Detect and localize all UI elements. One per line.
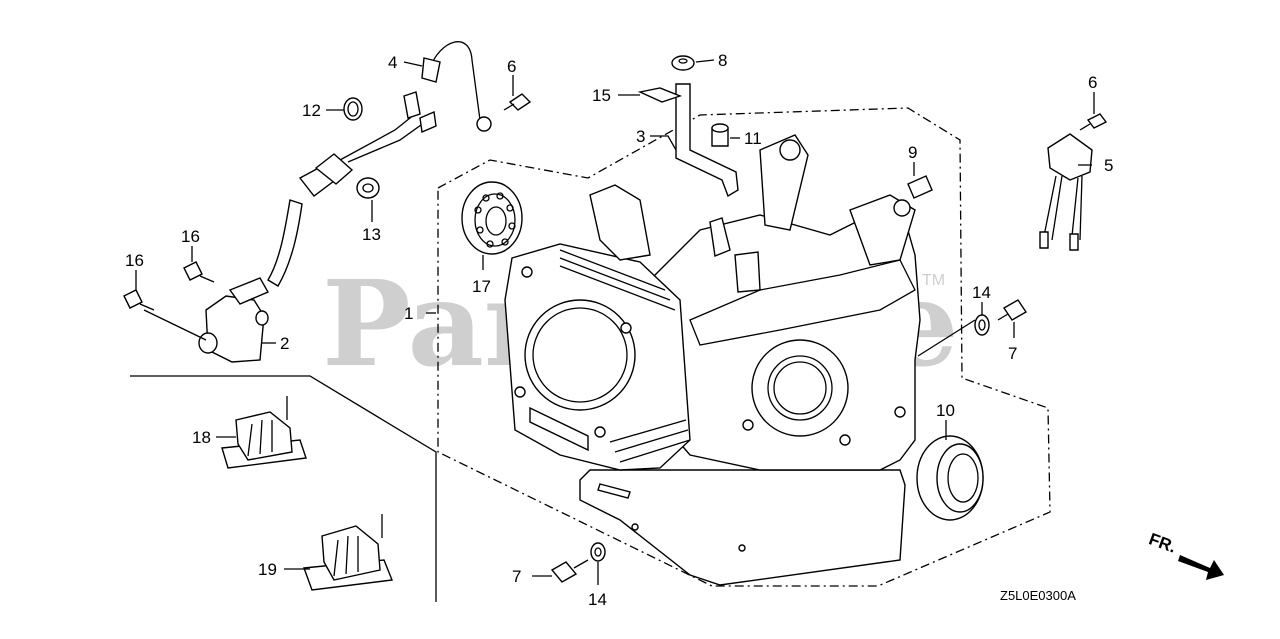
oil-seal-10 (916, 435, 984, 521)
bolt-7b (550, 559, 589, 583)
bolt-6b (1079, 113, 1108, 131)
bolt-16b (123, 289, 155, 311)
oring-12 (343, 97, 363, 121)
callout-3: 3 (636, 127, 645, 146)
mount-section-divider (130, 375, 437, 602)
callout-9: 9 (908, 143, 917, 162)
callout-12: 12 (302, 101, 321, 120)
callout-16-lower: 16 (125, 251, 144, 270)
plug-9 (907, 175, 933, 199)
callouts: 1 2 3 4 5 6 6 7 7 8 9 10 11 12 13 14 14 … (125, 51, 1113, 609)
mount-19 (303, 514, 393, 591)
callout-14-bottom: 14 (588, 590, 607, 609)
callout-7-right: 7 (1008, 344, 1017, 363)
front-direction-arrow (1178, 555, 1224, 580)
washer-14b (590, 542, 606, 562)
mount-18 (221, 396, 307, 469)
callout-6-upper-left: 6 (507, 57, 516, 76)
direction-label: FR. (1146, 529, 1178, 556)
leader-lines (135, 59, 1095, 585)
callout-16-upper: 16 (181, 227, 200, 246)
callout-8: 8 (718, 51, 727, 70)
crankcase-block (504, 134, 921, 586)
crankcase-group-boundary (437, 107, 1051, 587)
callout-5: 5 (1104, 156, 1113, 175)
bearing-17 (461, 181, 523, 255)
callout-1: 1 (404, 304, 413, 323)
callout-10: 10 (936, 401, 955, 420)
callout-14-right: 14 (972, 283, 991, 302)
dipstick-assembly (637, 55, 739, 198)
grommet-13 (356, 177, 380, 199)
callout-11: 11 (744, 129, 762, 148)
callout-13: 13 (362, 225, 381, 244)
callout-15: 15 (592, 86, 611, 105)
callout-4: 4 (388, 53, 397, 72)
callout-19: 19 (258, 560, 277, 579)
watermark-trademark: TM (922, 272, 945, 289)
bolt-6a (503, 93, 532, 111)
drawing-code: Z5L0E0300A (1000, 588, 1076, 603)
washer-14a (974, 314, 990, 336)
callout-6-right: 6 (1088, 73, 1097, 92)
bolt-16a (183, 261, 215, 283)
bolt-7a (997, 299, 1027, 321)
module-5 (1039, 133, 1093, 251)
callout-2: 2 (280, 334, 289, 353)
callout-7-bottom: 7 (512, 567, 521, 586)
callout-18: 18 (192, 428, 211, 447)
ignition-coil-2 (198, 153, 354, 363)
oil-sensor-wire (339, 41, 492, 163)
callout-17: 17 (472, 277, 491, 296)
